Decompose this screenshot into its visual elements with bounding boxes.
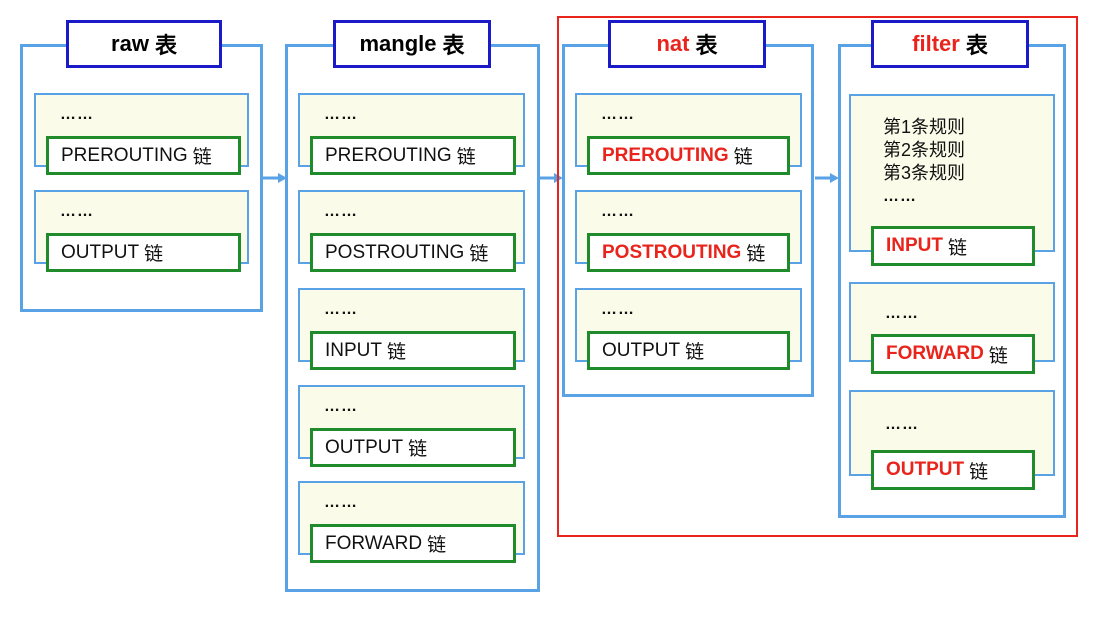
rule-dots: …… bbox=[601, 301, 635, 318]
chain-suffix: 链 bbox=[469, 244, 489, 265]
filter-chain-input: 第1条规则 第2条规则 第3条规则 …… bbox=[849, 94, 1055, 252]
chain-label-box: PREROUTING 链 bbox=[587, 136, 790, 175]
chain-label-box: PREROUTING 链 bbox=[310, 136, 516, 175]
rule-dots: …… bbox=[885, 305, 919, 322]
chain-label-box: POSTROUTING 链 bbox=[587, 233, 790, 272]
chain-name: FORWARD bbox=[886, 343, 984, 364]
rule-item: 第1条规则 bbox=[883, 117, 966, 137]
rule-dots: …… bbox=[324, 301, 358, 318]
arrow-raw-to-mangle bbox=[262, 173, 287, 183]
chain-suffix: 链 bbox=[427, 535, 447, 556]
chain-suffix: 链 bbox=[746, 244, 766, 265]
chain-name: OUTPUT bbox=[61, 241, 140, 263]
table-name: filter bbox=[912, 31, 960, 56]
rule-list: 第1条规则 第2条规则 第3条规则 …… bbox=[883, 116, 965, 208]
rule-item: 第2条规则 bbox=[883, 140, 966, 160]
rule-dots: …… bbox=[324, 203, 358, 220]
rule-dots: …… bbox=[324, 398, 358, 415]
chain-suffix: 链 bbox=[408, 439, 428, 460]
chain-label-box: OUTPUT 链 bbox=[310, 428, 516, 467]
chain-name: PREROUTING bbox=[325, 144, 452, 166]
rule-dots: …… bbox=[324, 494, 358, 511]
rule-dots: …… bbox=[601, 106, 635, 123]
rule-dots: …… bbox=[601, 203, 635, 220]
chain-name: INPUT bbox=[886, 235, 943, 256]
rule-dots: …… bbox=[60, 106, 94, 123]
table-name: mangle bbox=[359, 31, 437, 56]
chain-suffix: 链 bbox=[988, 345, 1008, 367]
table-suffix: 表 bbox=[442, 33, 465, 58]
chain-suffix: 链 bbox=[387, 342, 407, 363]
chain-label-box: POSTROUTING 链 bbox=[310, 233, 516, 272]
rule-dots: …… bbox=[60, 203, 94, 220]
chain-name: POSTROUTING bbox=[325, 241, 465, 263]
mangle-table-header: mangle 表 bbox=[333, 20, 491, 68]
table-name: nat bbox=[656, 31, 690, 56]
chain-name: POSTROUTING bbox=[602, 241, 742, 263]
chain-label-box: OUTPUT 链 bbox=[871, 450, 1035, 490]
chain-label-box: PREROUTING 链 bbox=[46, 136, 241, 175]
chain-label-box: INPUT 链 bbox=[871, 226, 1035, 266]
highlight-frame bbox=[557, 16, 1078, 537]
chain-label-box: OUTPUT 链 bbox=[587, 331, 790, 370]
table-name: raw bbox=[111, 31, 149, 56]
chain-suffix: 链 bbox=[948, 237, 968, 259]
chain-name: OUTPUT bbox=[886, 459, 965, 480]
chain-label-box: OUTPUT 链 bbox=[46, 233, 241, 272]
chain-suffix: 链 bbox=[144, 244, 164, 265]
rule-dots: …… bbox=[324, 106, 358, 123]
chain-name: OUTPUT bbox=[325, 436, 404, 458]
chain-name: INPUT bbox=[325, 339, 382, 361]
chain-suffix: 链 bbox=[192, 147, 212, 168]
arrow-nat-to-filter bbox=[815, 173, 839, 183]
chain-suffix: 链 bbox=[733, 147, 753, 168]
chain-name: OUTPUT bbox=[602, 339, 681, 361]
chain-name: FORWARD bbox=[325, 532, 423, 554]
chain-label-box: FORWARD 链 bbox=[310, 524, 516, 563]
table-suffix: 表 bbox=[154, 33, 177, 58]
rule-dots: …… bbox=[883, 188, 917, 205]
raw-table-header: raw 表 bbox=[66, 20, 222, 68]
nat-table-header: nat 表 bbox=[608, 20, 766, 68]
chain-label-box: FORWARD 链 bbox=[871, 334, 1035, 374]
chain-suffix: 链 bbox=[456, 147, 476, 168]
chain-name: PREROUTING bbox=[602, 144, 729, 166]
rule-dots: …… bbox=[885, 416, 919, 433]
chain-name: PREROUTING bbox=[61, 144, 188, 166]
chain-suffix: 链 bbox=[969, 461, 989, 483]
filter-table-header: filter 表 bbox=[871, 20, 1029, 68]
table-suffix: 表 bbox=[965, 33, 988, 58]
chain-label-box: INPUT 链 bbox=[310, 331, 516, 370]
rule-item: 第3条规则 bbox=[883, 163, 966, 183]
chain-suffix: 链 bbox=[685, 342, 705, 363]
table-suffix: 表 bbox=[695, 33, 718, 58]
